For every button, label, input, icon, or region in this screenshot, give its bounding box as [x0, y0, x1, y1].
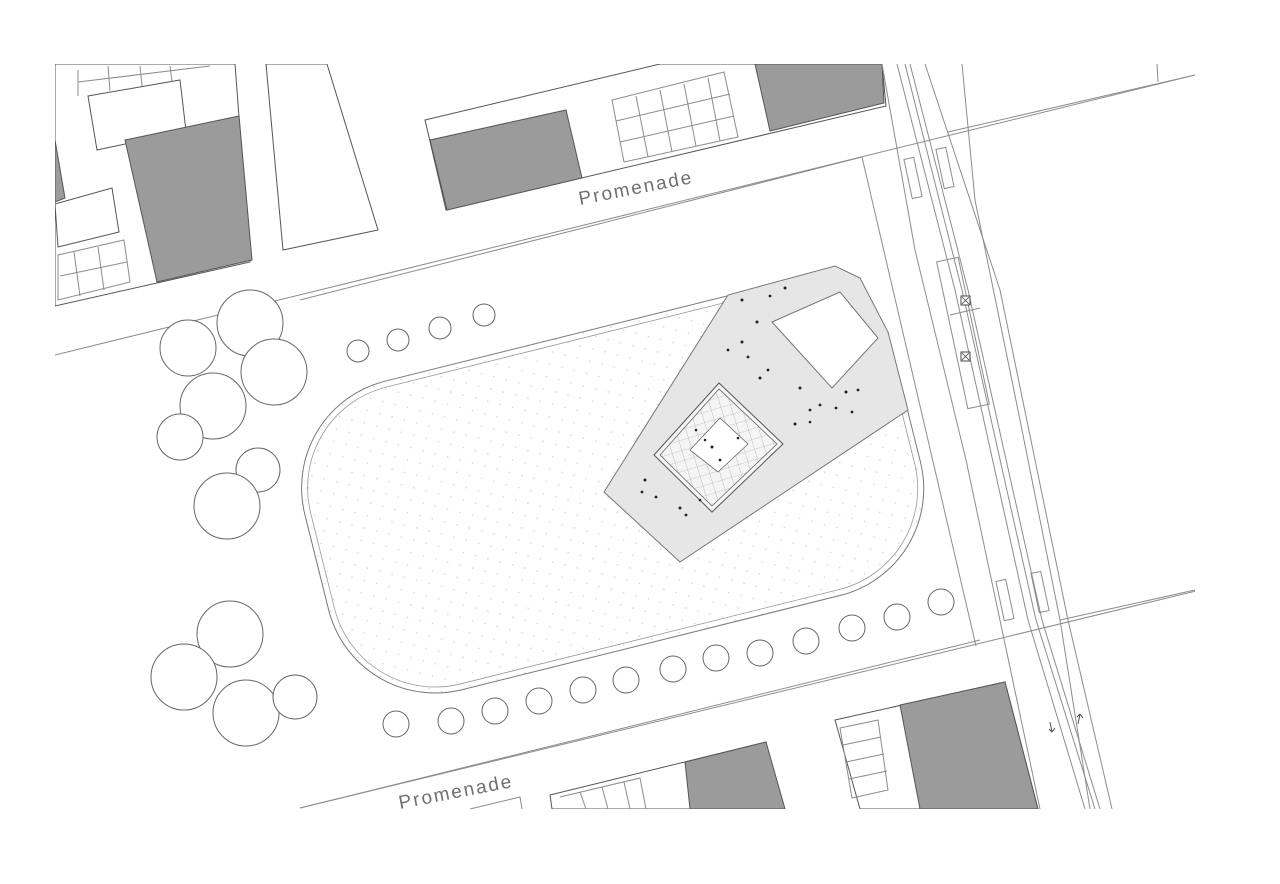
- tree-icon: [196, 600, 264, 668]
- tree-icon: [883, 603, 911, 631]
- tree-icon: [212, 679, 280, 747]
- map-frame: Promenade Promenade: [55, 64, 1195, 814]
- street-label-promenade-south: Promenade: [397, 771, 515, 814]
- tree-icon: [346, 339, 370, 363]
- tram-line: [881, 64, 1195, 809]
- tree-icon: [472, 303, 496, 327]
- triangular-parcel: [265, 64, 379, 251]
- tree-row-north: [346, 303, 496, 363]
- tree-cluster-west: [150, 289, 318, 747]
- transit-stop-icon: [960, 295, 971, 362]
- tree-icon: [272, 674, 318, 720]
- tree-icon: [193, 472, 261, 540]
- tree-icon: [437, 707, 465, 735]
- tree-icon: [702, 644, 730, 672]
- tree-icon: [746, 639, 774, 667]
- tree-icon: [382, 710, 410, 738]
- tree-icon: [612, 666, 640, 694]
- tree-icon: [428, 316, 452, 340]
- building-block-northwest: [55, 64, 253, 307]
- tree-icon: [386, 328, 410, 352]
- tree-icon: [481, 697, 509, 725]
- tree-icon: [792, 627, 820, 655]
- tree-icon: [927, 588, 955, 616]
- tree-icon: [525, 687, 553, 715]
- tree-icon: [150, 643, 218, 711]
- plaza-people: [640, 286, 860, 517]
- pavilion-building: [653, 382, 784, 513]
- building-block-south: [299, 590, 1195, 809]
- tree-icon: [156, 413, 204, 461]
- central-plaza: [603, 265, 909, 563]
- direction-arrow-icon: [1048, 713, 1084, 733]
- tree-icon: [569, 676, 597, 704]
- tree-icon: [159, 319, 217, 377]
- tree-icon: [838, 614, 866, 642]
- tree-icon: [240, 338, 308, 406]
- tree-row-south: [382, 588, 955, 738]
- tree-icon: [659, 655, 687, 683]
- building-block-north: [424, 64, 887, 211]
